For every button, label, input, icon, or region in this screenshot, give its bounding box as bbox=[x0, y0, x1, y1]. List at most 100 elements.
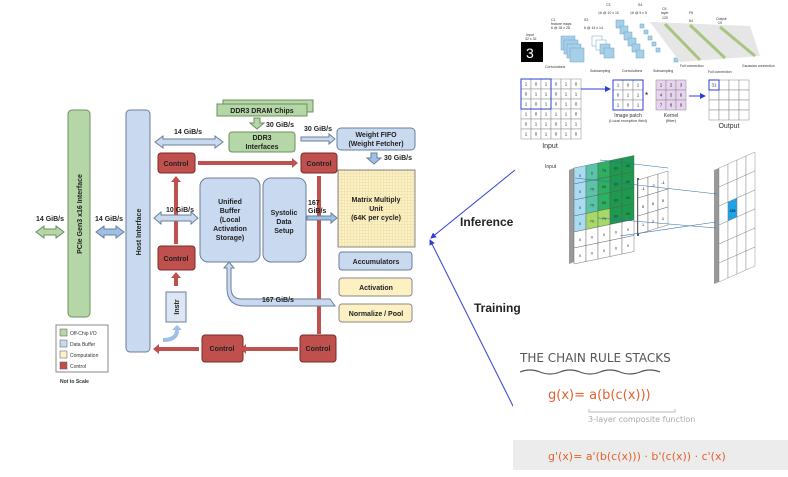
input-value: 80 bbox=[614, 198, 619, 203]
output-cell bbox=[718, 79, 730, 91]
input-value: 1 bbox=[545, 82, 548, 87]
chain-eq2: g'(x)= a'(b(c(x))) · b'(c(x)) · c'(x) bbox=[548, 450, 726, 463]
svg-text:120: 120 bbox=[662, 16, 668, 20]
svg-text:Kernel: Kernel bbox=[664, 113, 678, 119]
svg-text:C5: C5 bbox=[662, 7, 667, 11]
svg-text:Input: Input bbox=[545, 164, 557, 170]
kernel-value: 2 bbox=[652, 219, 655, 224]
patch-value: 1 bbox=[617, 83, 620, 88]
input-value: 70 bbox=[590, 219, 595, 224]
output-cell bbox=[718, 109, 730, 121]
input-value: 80 bbox=[602, 200, 607, 205]
input-value: 0 bbox=[535, 102, 538, 107]
bw-label: 30 GiB/s bbox=[304, 126, 332, 133]
output-cell bbox=[718, 89, 730, 101]
svg-text:Control: Control bbox=[306, 346, 331, 353]
input-value: 80 bbox=[602, 184, 607, 189]
svg-text:Data Buffer: Data Buffer bbox=[70, 342, 96, 348]
input-value: 80 bbox=[614, 214, 619, 219]
input-cell bbox=[570, 128, 582, 140]
input-value: 1 bbox=[575, 92, 578, 97]
kernel-value: 9 bbox=[680, 103, 683, 108]
pcie-label: PCIe Gen3 x16 Interface bbox=[77, 174, 84, 254]
inference-arrow bbox=[430, 169, 516, 239]
chain-note: 3-layer composite function bbox=[588, 415, 695, 424]
normalize-pool: Normalize / Pool bbox=[338, 303, 413, 323]
svg-text:feature maps: feature maps bbox=[551, 22, 572, 26]
input-value: 0 bbox=[575, 132, 578, 137]
svg-text:Input: Input bbox=[542, 143, 558, 150]
kernel-value: 6 bbox=[680, 93, 683, 98]
output-cell bbox=[738, 109, 750, 121]
input-value: 75 bbox=[590, 203, 595, 208]
double-arrow-icon bbox=[35, 225, 65, 239]
output-value: 31 bbox=[711, 83, 717, 88]
input-value: 1 bbox=[525, 102, 528, 107]
input-value: 1 bbox=[545, 102, 548, 107]
input-value: 1 bbox=[565, 102, 568, 107]
input-value: 0 bbox=[555, 132, 558, 137]
svg-text:3: 3 bbox=[526, 45, 534, 61]
input-value: 0 bbox=[603, 248, 606, 253]
output-cell bbox=[718, 99, 730, 111]
bw-label: 14 GiB/s bbox=[95, 216, 123, 223]
input-value: 0 bbox=[535, 132, 538, 137]
output-cell bbox=[728, 79, 740, 91]
kernel-value: 1 bbox=[662, 216, 665, 221]
svg-text:Setup: Setup bbox=[274, 228, 293, 235]
svg-text:Subsampling: Subsampling bbox=[590, 69, 610, 73]
ddr3-label: Interfaces bbox=[245, 144, 278, 151]
svg-text:Convolutions: Convolutions bbox=[545, 65, 565, 69]
svg-text:Convolutions: Convolutions bbox=[622, 69, 642, 73]
input-value: 1 bbox=[525, 132, 528, 137]
kernel-value: 5 bbox=[670, 93, 673, 98]
svg-text:30 GiB/s: 30 GiB/s bbox=[384, 155, 412, 162]
control-block: Control bbox=[157, 152, 196, 174]
svg-text:Unit: Unit bbox=[369, 206, 383, 213]
host-interface bbox=[125, 109, 151, 353]
input-value: 0 bbox=[555, 82, 558, 87]
kernel-value: 0 bbox=[662, 198, 665, 203]
patch-value: 1 bbox=[627, 93, 630, 98]
kernel-value: 3 bbox=[680, 83, 683, 88]
input-value: 1 bbox=[525, 82, 528, 87]
activation: Activation bbox=[338, 277, 413, 297]
control-block: Control bbox=[300, 152, 338, 174]
svg-text:Image patch: Image patch bbox=[614, 113, 642, 119]
output-cell bbox=[708, 89, 720, 101]
svg-text:Output: Output bbox=[718, 123, 739, 130]
training-arrow bbox=[429, 239, 516, 411]
svg-text:6 @ 28 x 28: 6 @ 28 x 28 bbox=[551, 26, 570, 30]
svg-text:Control: Control bbox=[164, 256, 189, 263]
instruction-queue bbox=[165, 291, 187, 323]
output-value: 155 bbox=[730, 209, 736, 213]
output-cell bbox=[728, 109, 740, 121]
input-value: 1 bbox=[535, 122, 538, 127]
input-value: 80 bbox=[614, 166, 619, 171]
output-cell bbox=[745, 246, 756, 271]
output-cell bbox=[708, 99, 720, 111]
ddr3-dram-chips bbox=[216, 103, 308, 117]
input-value: 0 bbox=[615, 246, 618, 251]
svg-text:*: * bbox=[645, 91, 648, 100]
svg-text:F6: F6 bbox=[689, 11, 693, 15]
input-value: 80 bbox=[626, 163, 631, 168]
bw-label: 30 GiB/s bbox=[266, 122, 294, 129]
svg-text:Full connection: Full connection bbox=[708, 70, 732, 74]
svg-text:6 @ 14 x 14: 6 @ 14 x 14 bbox=[584, 26, 603, 30]
svg-text:Gaussian connection: Gaussian connection bbox=[742, 64, 775, 68]
bw-label: 10 GiB/s bbox=[166, 207, 194, 214]
svg-text:16 @ 5 x 5: 16 @ 5 x 5 bbox=[630, 11, 647, 15]
input-value: 0 bbox=[615, 230, 618, 235]
input-value: 0 bbox=[579, 221, 582, 226]
kernel-value: -2 bbox=[651, 183, 655, 188]
svg-text:GiB/s: GiB/s bbox=[308, 208, 326, 215]
svg-text:Storage): Storage) bbox=[216, 235, 244, 242]
chain-rule-panel: THE CHAIN RULE STACKS g(x)= a(b(c(x))) 3… bbox=[513, 345, 788, 470]
svg-text:Subsampling: Subsampling bbox=[653, 69, 673, 73]
svg-text:(Weight Fetcher): (Weight Fetcher) bbox=[348, 141, 403, 148]
patch-value: 0 bbox=[627, 103, 630, 108]
input-value: 75 bbox=[590, 187, 595, 192]
